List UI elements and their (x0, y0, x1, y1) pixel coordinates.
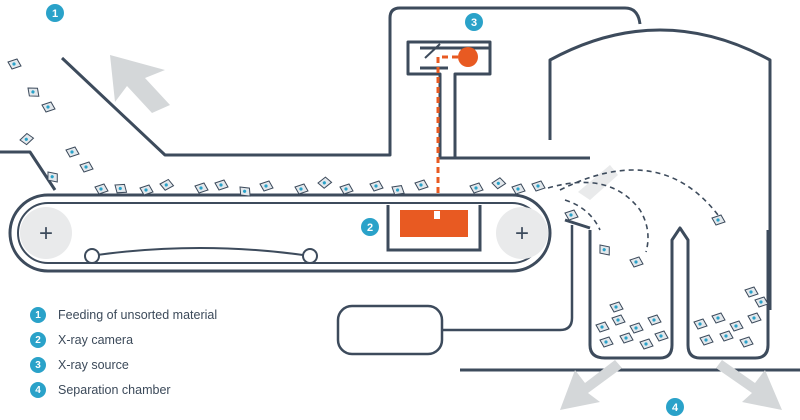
legend-label: X-ray source (58, 358, 129, 372)
xray-mirror (424, 43, 441, 59)
callout-badge-4: 4 (666, 398, 684, 416)
svg-text:1: 1 (52, 8, 58, 20)
feed-chute (0, 6, 642, 191)
svg-text:2: 2 (367, 222, 373, 234)
plus-icon: + (39, 220, 53, 247)
feed-arrow-icon (110, 55, 170, 113)
xray-beam (436, 55, 458, 215)
legend-item: 2 X-ray camera (30, 331, 217, 349)
svg-text:4: 4 (672, 402, 679, 414)
idler-roller (302, 248, 318, 264)
legend-badge: 3 (30, 357, 46, 373)
separation-bins (460, 218, 800, 372)
compressor (336, 225, 574, 356)
legend-badge: 4 (30, 382, 46, 398)
callout-badge-2: 2 (361, 218, 379, 236)
idler-roller (84, 248, 100, 264)
bin-contents-left (595, 301, 669, 350)
svg-text:3: 3 (471, 17, 477, 29)
legend-item: 1 Feeding of unsorted material (30, 306, 217, 324)
trajectory-accept (559, 169, 719, 216)
plus-icon: + (515, 220, 529, 247)
legend-label: Separation chamber (58, 383, 171, 397)
output-arrow-icon (560, 360, 622, 410)
legend-badge: 1 (30, 307, 46, 323)
drive-roller-left (20, 207, 72, 259)
separation-housing (455, 28, 772, 310)
callout-badge-1: 1 (46, 4, 64, 22)
legend-label: Feeding of unsorted material (58, 308, 218, 322)
callout-badge-3: 3 (465, 13, 483, 31)
xray-camera (386, 205, 482, 252)
trajectory-drop (564, 199, 601, 231)
bin-contents-right (693, 286, 769, 348)
legend-item: 3 X-ray source (30, 356, 217, 374)
legend-badge: 2 (30, 332, 46, 348)
legend-label: X-ray camera (58, 333, 134, 347)
air-jet (578, 165, 618, 200)
xray-source (458, 47, 478, 67)
legend-item: 4 Separation chamber (30, 381, 217, 399)
output-arrow-icon (716, 360, 782, 410)
falling-material (7, 58, 94, 186)
conveyor-belt: + + (8, 193, 552, 273)
legend: 1 Feeding of unsorted material 2 X-ray c… (30, 306, 217, 406)
drive-roller-right (496, 207, 548, 259)
